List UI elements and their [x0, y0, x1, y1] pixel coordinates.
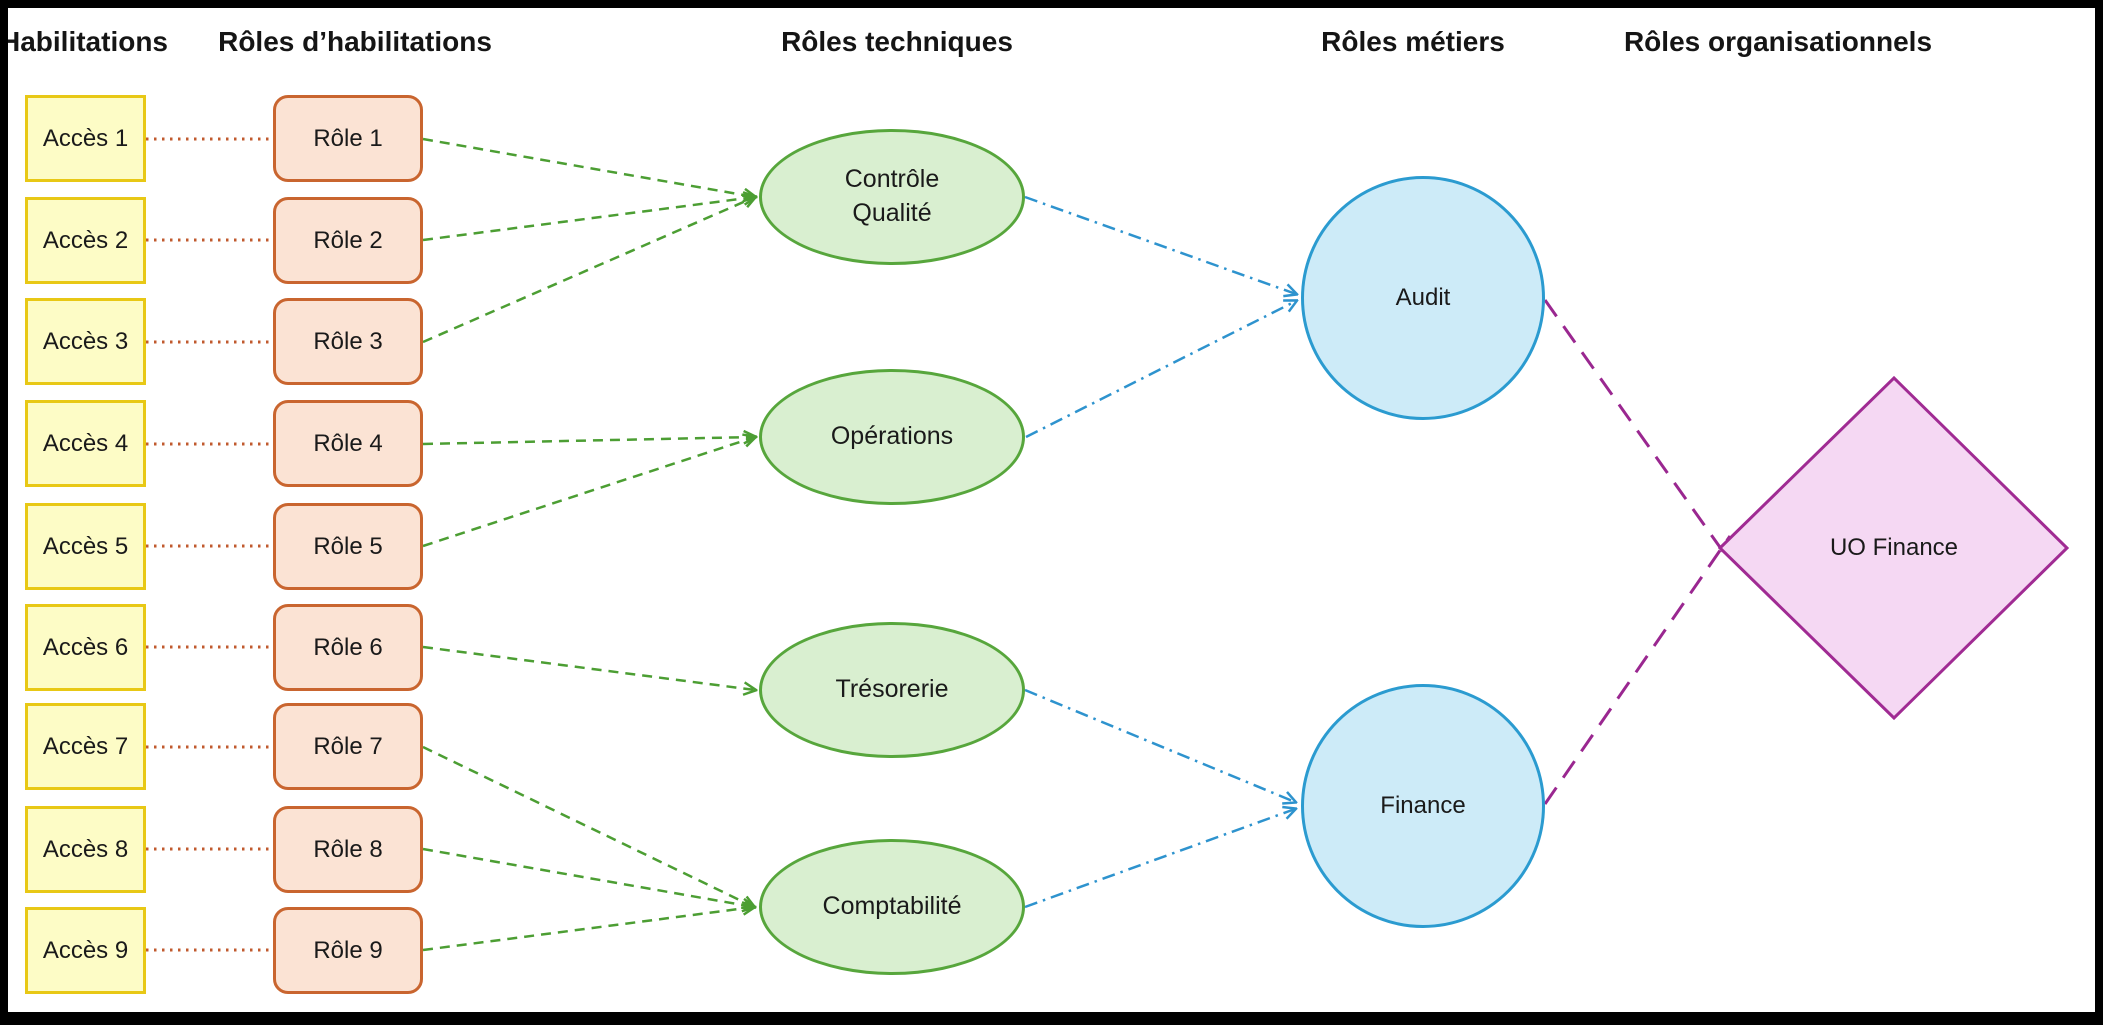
- link-tresorerie-finance: [1024, 688, 1295, 802]
- role-9-box: Rôle 9: [273, 907, 423, 994]
- link-role1-controle-qualite: [422, 137, 755, 197]
- acces-5-box: Accès 5: [25, 503, 146, 590]
- acces-3-label: Accès 3: [42, 327, 129, 355]
- acces-8-box: Accès 8: [25, 806, 146, 893]
- acces-2-box: Accès 2: [25, 197, 146, 284]
- acces-1-box: Accès 1: [25, 95, 146, 182]
- role-7-label: Rôle 7: [313, 732, 383, 760]
- acces-9-box: Accès 9: [25, 907, 146, 994]
- role-9-label: Rôle 9: [313, 936, 383, 964]
- acces-6-label: Accès 6: [42, 633, 129, 661]
- comptabilite-ellipse: Comptabilité: [759, 839, 1025, 975]
- link-role3-controle-qualite: [422, 197, 755, 344]
- role-1-box: Rôle 1: [273, 95, 423, 182]
- acces-9-label: Accès 9: [42, 936, 129, 964]
- role-8-box: Rôle 8: [273, 806, 423, 893]
- controle-qualite-label: Contrôle Qualité: [844, 165, 940, 227]
- link-role8-comptabilite: [422, 847, 754, 907]
- link-role4-operations: [422, 437, 755, 446]
- column-header-roles-habilitations: Rôles d’habilitations: [218, 26, 492, 57]
- tresorerie-ellipse: Trésorerie: [759, 622, 1025, 758]
- tresorerie-label: Trésorerie: [835, 675, 949, 704]
- link-operations-audit: [1025, 301, 1296, 439]
- role-3-box: Rôle 3: [273, 298, 423, 385]
- uo-finance-label: UO Finance: [1829, 534, 1959, 561]
- audit-label: Audit: [1395, 284, 1451, 311]
- audit-circle: Audit: [1301, 176, 1545, 420]
- acces-7-box: Accès 7: [25, 703, 146, 790]
- link-role5-operations: [422, 437, 755, 548]
- acces-8-label: Accès 8: [42, 835, 129, 863]
- link-controle-qualite-audit: [1024, 195, 1296, 294]
- role-6-label: Rôle 6: [313, 633, 383, 661]
- column-header-roles-organisationnels: Rôles organisationnels: [1623, 26, 1933, 57]
- link-finance-uo-finance: [1543, 535, 1732, 805]
- acces-7-label: Accès 7: [42, 732, 129, 760]
- operations-label: Opérations: [830, 422, 954, 451]
- finance-circle: Finance: [1301, 684, 1545, 928]
- finance-label: Finance: [1380, 792, 1466, 819]
- link-role9-comptabilite: [422, 907, 754, 952]
- link-comptabilite-finance: [1024, 809, 1295, 909]
- acces-5-label: Accès 5: [42, 532, 129, 560]
- role-8-label: Rôle 8: [313, 835, 383, 863]
- role-2-label: Rôle 2: [313, 226, 383, 254]
- acces-4-box: Accès 4: [25, 400, 146, 487]
- role-5-box: Rôle 5: [273, 503, 423, 590]
- controle-qualite-ellipse: Contrôle Qualité: [759, 129, 1025, 265]
- operations-ellipse: Opérations: [759, 369, 1025, 505]
- column-header-roles-techniques: Rôles techniques: [781, 26, 1013, 57]
- column-header-roles-metiers: Rôles métiers: [1321, 26, 1505, 57]
- link-role7-comptabilite: [422, 745, 754, 907]
- acces-2-label: Accès 2: [42, 226, 129, 254]
- role-7-box: Rôle 7: [273, 703, 423, 790]
- acces-6-box: Accès 6: [25, 604, 146, 691]
- role-1-label: Rôle 1: [313, 124, 383, 152]
- acces-1-label: Accès 1: [42, 124, 129, 152]
- acces-4-label: Accès 4: [42, 429, 129, 457]
- role-4-label: Rôle 4: [313, 429, 383, 457]
- role-6-box: Rôle 6: [273, 604, 423, 691]
- acces-3-box: Accès 3: [25, 298, 146, 385]
- role-2-box: Rôle 2: [273, 197, 423, 284]
- role-5-label: Rôle 5: [313, 532, 383, 560]
- link-audit-uo-finance: [1543, 299, 1731, 561]
- role-4-box: Rôle 4: [273, 400, 423, 487]
- link-role6-tresorerie: [422, 645, 755, 690]
- comptabilite-label: Comptabilité: [822, 892, 962, 921]
- link-role2-controle-qualite: [422, 197, 755, 242]
- column-header-habilitations: Habilitations: [0, 26, 169, 57]
- role-3-label: Rôle 3: [313, 327, 383, 355]
- uo-finance-diamond: [1717, 375, 2070, 721]
